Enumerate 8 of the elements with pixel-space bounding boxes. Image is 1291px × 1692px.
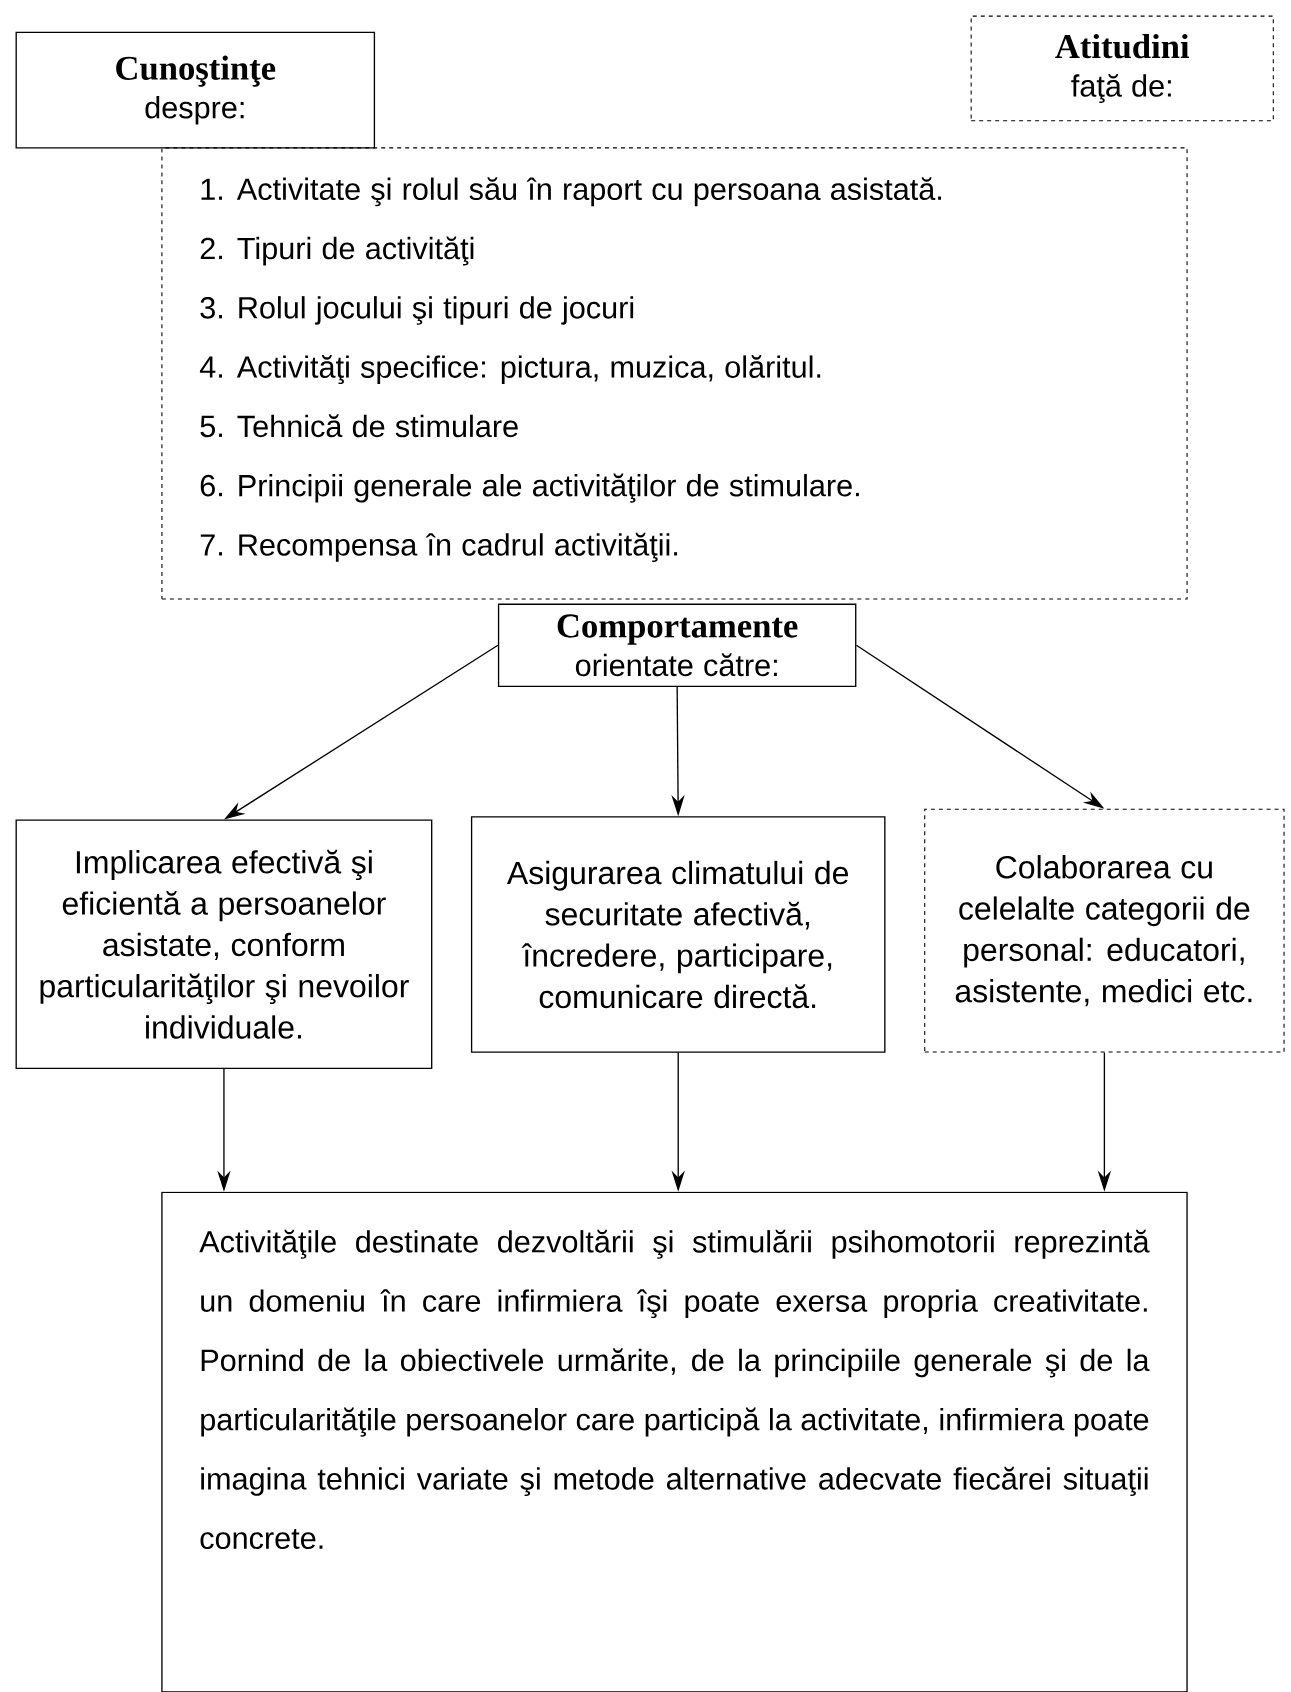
heading-box: Atitudini faţă de:	[970, 15, 1275, 122]
text-box: Implicarea efectivă şi eficientă a persoanelor asistate, conform particularităţilor şi nevoilor individuale.	[15, 819, 433, 1069]
list-box: 1. Activitate şi rolul său în raport cu persoana asistată. 2. Tipuri de activităţi 3. Rolul jocului şi tipuri de jocuri 4. Activităţi specifice: pictura, muzica, olăritul. 5. Tehnică de stimulare 6. Principii generale ale activităţilor de stimulare. 7. Recompensa în cadrul activităţii.	[161, 147, 1188, 600]
text-box: Activităţile destinate dezvoltării şi stimulării psihomotorii reprezintă un domeniu în care infirmiera îşi poate exersa propria creativitate. Pornind de la obiectivele urmărite, de la principiile generale şi de la particularităţile persoanelor care participă la activitate, infirmiera poate imagina tehnici variate şi metode alternative adecvate fiecărei situaţii concrete.	[161, 1191, 1188, 1692]
text-box: Asigurarea climatului de securitate afectivă, încredere, participare, comunicare directă.	[471, 816, 886, 1053]
heading-box: Comportamente orientate către:	[498, 603, 857, 687]
text-box: Colaborarea cu celelalte categorii de personal: educatori, asistente, medici etc.	[924, 808, 1285, 1053]
heading-box: Cunoştinţe despre:	[15, 31, 376, 149]
